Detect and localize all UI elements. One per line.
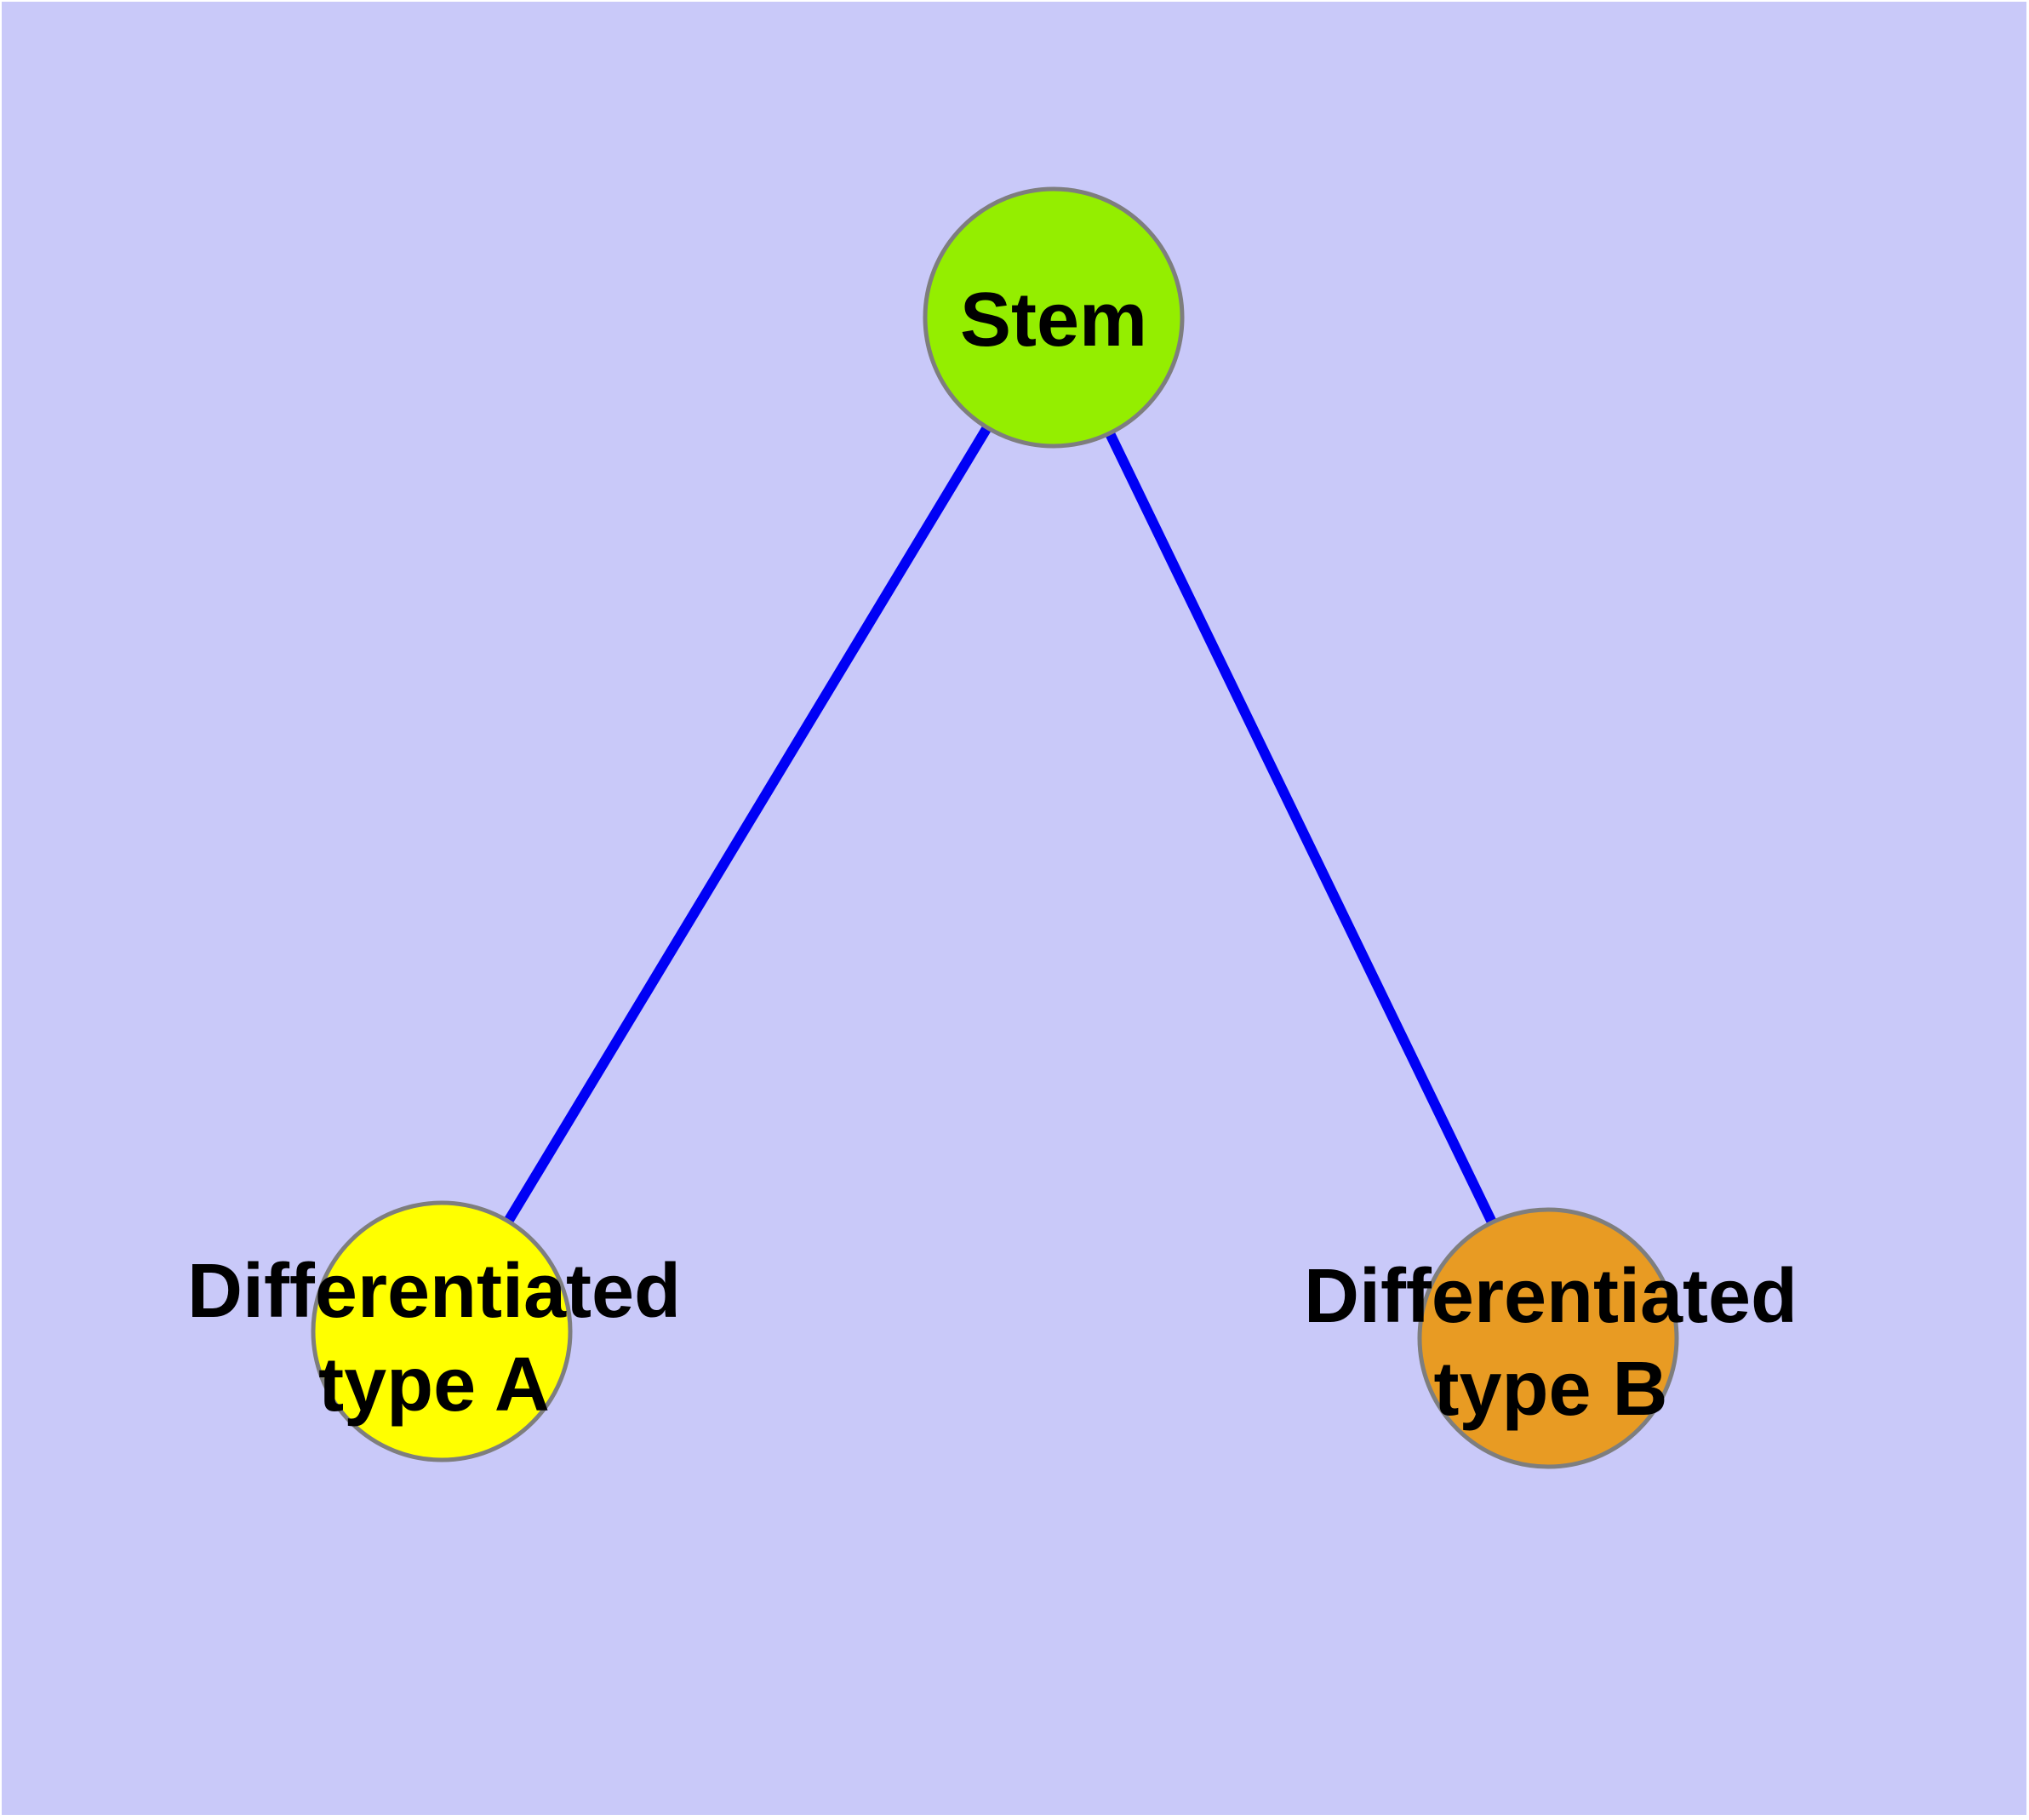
edge-stem-to-type-a — [437, 312, 1059, 1336]
node-stem — [923, 186, 1185, 449]
node-type-a-label-line2: type A — [318, 1342, 550, 1428]
node-differentiated-type-b — [1417, 1207, 1679, 1469]
edge-stem-to-type-b — [1049, 312, 1553, 1343]
node-stem-label: Stem — [960, 278, 1147, 363]
node-type-b-label-line2: type B — [1433, 1347, 1667, 1432]
node-differentiated-type-a — [311, 1200, 573, 1462]
node-type-b-label-line1: Differentiated — [1304, 1254, 1798, 1339]
node-type-a-label-line1: Differentiated — [187, 1249, 681, 1334]
